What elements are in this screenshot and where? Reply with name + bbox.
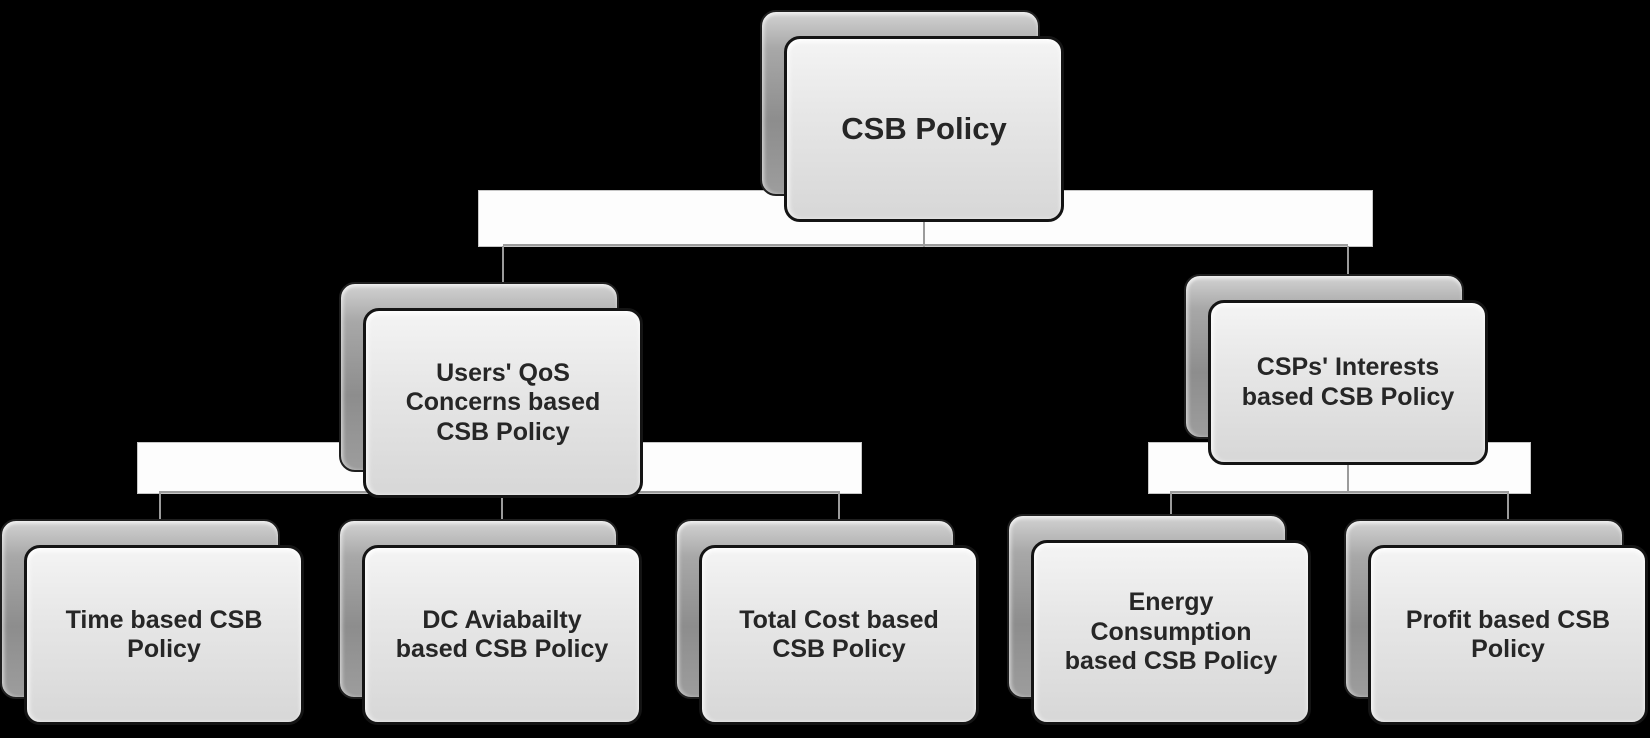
node-csb-policy-label: CSB Policy	[841, 110, 1007, 146]
node-time-based-box: Time based CSB Policy	[24, 545, 304, 725]
node-time-based-label: Time based CSB Policy	[65, 605, 263, 664]
node-dc-availability-label: DC Aviabailty based CSB Policy	[395, 605, 609, 664]
node-csps-interests-box: CSPs' Interests based CSB Policy	[1208, 300, 1488, 465]
node-dc-availability-box: DC Aviabailty based CSB Policy	[362, 545, 642, 725]
node-dc-availability: DC Aviabailty based CSB Policy	[338, 519, 642, 725]
node-profit-based-box: Profit based CSB Policy	[1368, 545, 1648, 725]
node-csps-interests-label: CSPs' Interests based CSB Policy	[1241, 353, 1455, 411]
node-profit-based: Profit based CSB Policy	[1344, 519, 1648, 725]
node-users-qos-box: Users' QoS Concerns based CSB Policy	[363, 308, 643, 498]
connector-hline-csps-interests	[1171, 491, 1508, 493]
node-users-qos-label: Users' QoS Concerns based CSB Policy	[405, 358, 601, 446]
node-energy-consumption-label: Energy Consumption based CSB Policy	[1064, 588, 1278, 676]
node-users-qos: Users' QoS Concerns based CSB Policy	[339, 282, 643, 498]
connector-vstub-root	[923, 221, 925, 247]
node-profit-based-label: Profit based CSB Policy	[1405, 605, 1611, 664]
connector-hline-root	[503, 244, 1348, 246]
node-csps-interests: CSPs' Interests based CSB Policy	[1184, 274, 1488, 465]
node-total-cost-label: Total Cost based CSB Policy	[739, 605, 939, 664]
node-total-cost: Total Cost based CSB Policy	[675, 519, 979, 725]
node-csb-policy-box: CSB Policy	[784, 36, 1064, 222]
node-energy-consumption: Energy Consumption based CSB Policy	[1007, 514, 1311, 725]
node-time-based: Time based CSB Policy	[0, 519, 304, 725]
connector-vstub-csps-parent	[1347, 464, 1349, 492]
node-csb-policy: CSB Policy	[760, 10, 1064, 222]
connector-vstub-users-qos	[502, 246, 504, 312]
node-energy-consumption-box: Energy Consumption based CSB Policy	[1031, 540, 1311, 725]
node-total-cost-box: Total Cost based CSB Policy	[699, 545, 979, 725]
